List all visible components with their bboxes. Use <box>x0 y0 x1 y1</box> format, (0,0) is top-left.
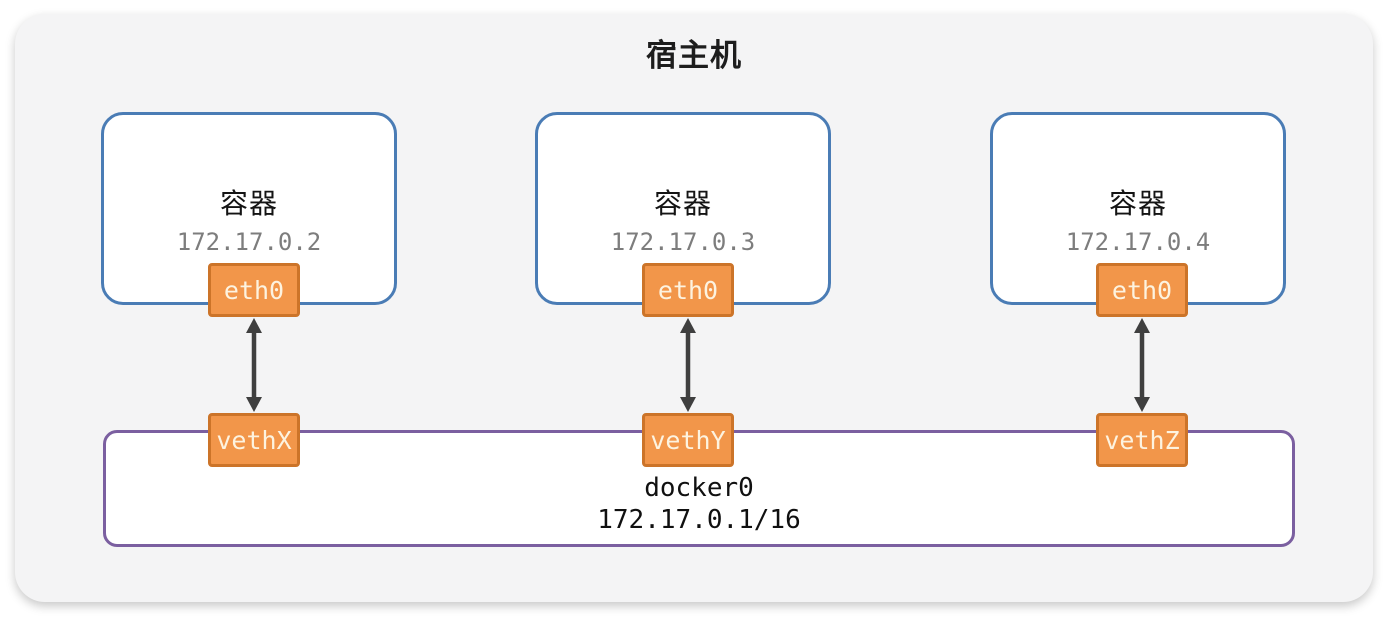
host-title: 宿主机 <box>646 38 742 73</box>
container-label: 容器 <box>219 188 278 219</box>
veth-interface-box: vethZ <box>1096 413 1188 467</box>
bidirectional-arrow-icon <box>1134 318 1150 412</box>
veth-interface-box: vethX <box>208 413 300 467</box>
bridge-cidr: 172.17.0.1/16 <box>597 505 801 535</box>
host-box: 宿主机 容器 172.17.0.2 eth0 vethX 容器 172.17.0… <box>15 14 1373 602</box>
eth0-interface-box: eth0 <box>1096 263 1188 317</box>
bidirectional-arrow-icon <box>680 318 696 412</box>
eth0-interface-box: eth0 <box>208 263 300 317</box>
veth-interface-box: vethY <box>642 413 734 467</box>
bridge-name: docker0 <box>644 473 754 503</box>
container-label: 容器 <box>653 188 712 219</box>
container-ip: 172.17.0.2 <box>176 228 322 256</box>
container-ip: 172.17.0.3 <box>610 228 756 256</box>
bidirectional-arrow-icon <box>246 318 262 412</box>
container-ip: 172.17.0.4 <box>1065 228 1211 256</box>
eth0-interface-box: eth0 <box>642 263 734 317</box>
container-label: 容器 <box>1108 188 1167 219</box>
